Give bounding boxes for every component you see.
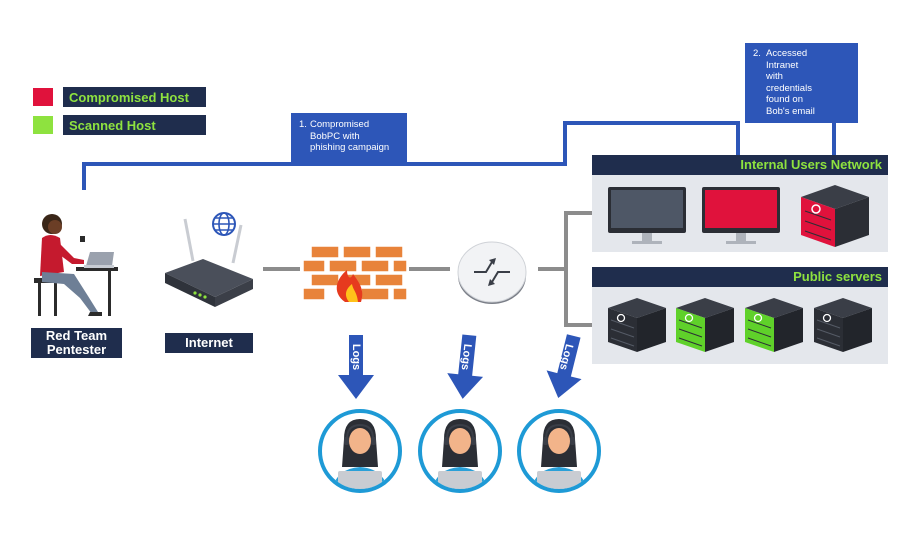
analyst-headset-icon: [418, 409, 502, 498]
internal-network-title: Internal Users Network: [592, 155, 888, 175]
callout-step-2: 2. Accessed Intranet with credentials fo…: [745, 43, 858, 123]
callout-step-1-line: Compromised: [310, 119, 370, 130]
callout-step-2-line: found on: [766, 94, 803, 105]
callout-step-2-line: Accessed: [766, 48, 808, 59]
attacker-label-line1: Red Team: [45, 328, 108, 343]
legend-swatch-compromised: [33, 88, 53, 106]
logs-arrow: Logs: [446, 334, 486, 401]
server-icon: [797, 183, 873, 254]
attacker-label: Red Team Pentester: [31, 328, 122, 358]
attacker-label-line2: Pentester: [46, 342, 107, 357]
globe-icon: [211, 211, 237, 242]
server-icon: [812, 296, 874, 359]
callout-step-2-line: with: [766, 71, 783, 82]
analyst-headset-icon: [517, 409, 601, 498]
legend-label-scanned: Scanned Host: [63, 115, 206, 135]
callout-step-1: 1. Compromised BobPC with phishing campa…: [291, 113, 407, 164]
callout-step-2-line: Intranet: [766, 59, 799, 71]
logs-arrow: Logs: [546, 334, 586, 401]
callout-step-2-line: credentials: [766, 82, 812, 94]
network-router-icon: [456, 238, 528, 311]
wifi-router-icon: [163, 215, 255, 315]
server-icon: [743, 296, 805, 359]
monitor-icon: [608, 187, 686, 250]
internet-label: Internet: [165, 333, 253, 353]
analyst-headset-icon: [318, 409, 402, 498]
callout-step-1-line: BobPC with: [310, 130, 360, 142]
callout-step-2-number: 2.: [753, 48, 761, 59]
monitor-icon: [702, 187, 780, 250]
server-icon: [606, 296, 668, 359]
legend-swatch-scanned: [33, 116, 53, 134]
firewall-icon: [302, 244, 409, 307]
callout-step-2-line: Bob's email: [766, 105, 815, 117]
server-icon: [674, 296, 736, 359]
logs-label: Logs: [350, 343, 362, 371]
person-at-laptop-icon: [28, 212, 118, 327]
logs-arrow: Logs: [336, 335, 376, 401]
legend-label-compromised: Compromised Host: [63, 87, 206, 107]
callout-step-1-line: phishing campaign: [310, 142, 390, 153]
public-servers-title: Public servers: [592, 267, 888, 287]
legend: Compromised Host Scanned Host: [33, 87, 213, 137]
callout-step-1-number: 1.: [299, 119, 307, 130]
